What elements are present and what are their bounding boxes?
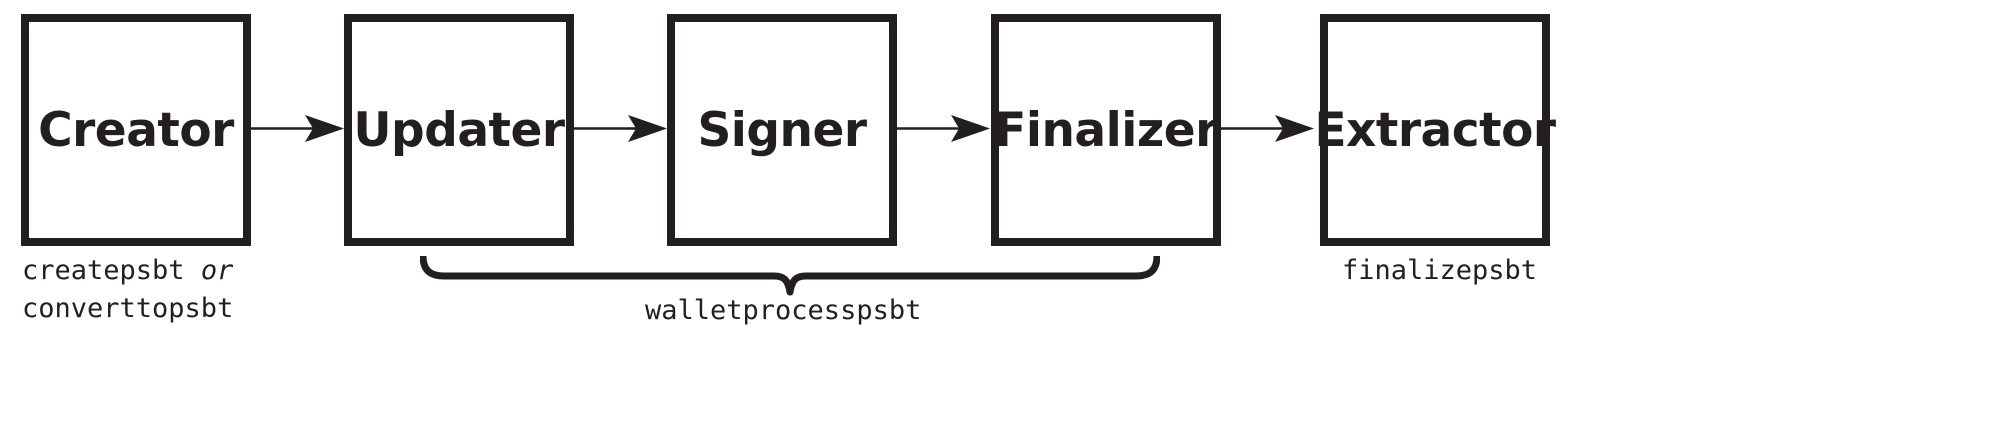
stage-label-creator: Creator [38, 102, 234, 158]
caption-extractor: finalizepsbt [1342, 252, 1537, 290]
caption-creator-line-2: converttopsbt [22, 290, 233, 328]
command-createpsbt: createpsbt [22, 255, 185, 286]
arrow-updater-to-signer [574, 112, 667, 146]
stage-label-finalizer: Finalizer [994, 102, 1218, 158]
stage-box-updater: Updater [344, 14, 574, 246]
conjunction-or: or [200, 255, 234, 286]
caption-creator: createpsbt or converttopsbt [22, 252, 233, 328]
stage-label-extractor: Extractor [1314, 102, 1556, 158]
caption-creator-line-1: createpsbt or [22, 252, 233, 290]
brace-walletprocesspsbt [419, 250, 1161, 296]
arrow-finalizer-to-extractor [1221, 112, 1314, 146]
arrow-signer-to-finalizer [897, 112, 990, 146]
command-walletprocesspsbt: walletprocesspsbt [645, 295, 922, 326]
stage-box-signer: Signer [667, 14, 897, 246]
command-finalizepsbt: finalizepsbt [1342, 255, 1538, 286]
stage-label-signer: Signer [697, 102, 867, 158]
stage-box-extractor: Extractor [1314, 14, 1556, 246]
stage-box-finalizer: Finalizer [991, 14, 1221, 246]
stage-box-creator: Creator [21, 14, 251, 246]
stage-label-updater: Updater [353, 102, 565, 158]
caption-brace-label: walletprocesspsbt [645, 292, 921, 330]
command-converttopsbt: converttopsbt [22, 293, 234, 324]
arrow-creator-to-updater [251, 112, 344, 146]
